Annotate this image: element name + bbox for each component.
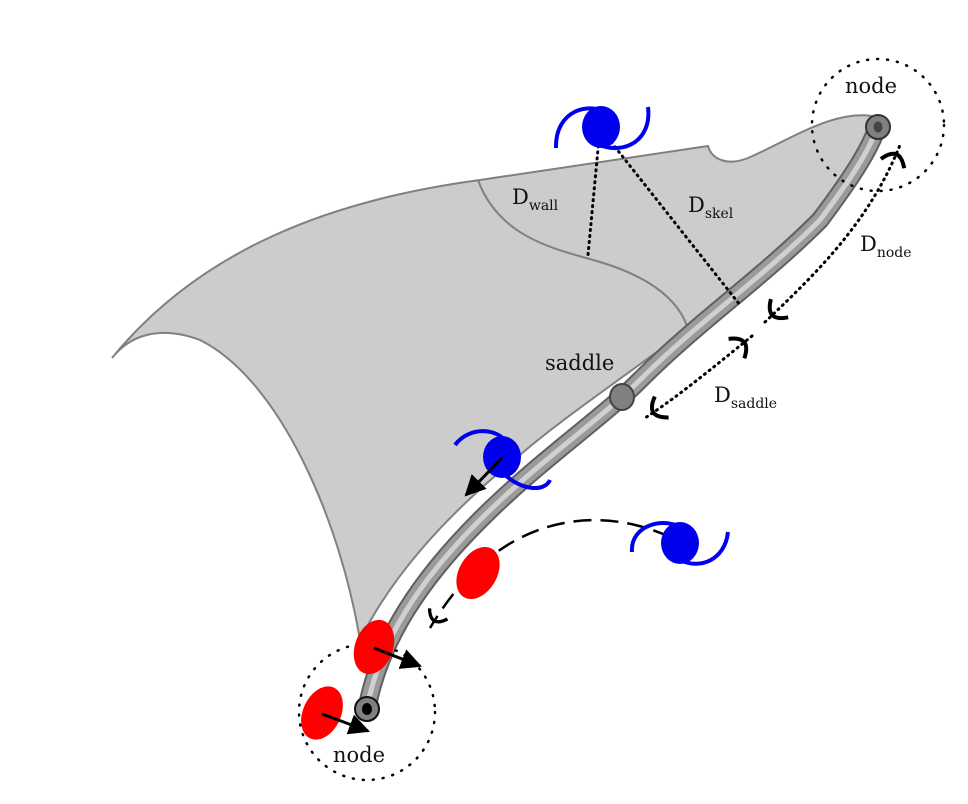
spin-arrow-red-1: [373, 646, 422, 669]
spin-arrow-red-2: [321, 712, 370, 735]
red-halo-2: [353, 619, 395, 675]
infall-trajectory: [427, 518, 671, 629]
wall-interior-line: [477, 179, 691, 346]
d-saddle-arrow: [643, 334, 754, 420]
d-skel-line: [598, 126, 742, 307]
node-bottom-label: node: [333, 743, 385, 767]
d-wall-label: Dwall: [512, 185, 559, 214]
spin-arrow-blue: [464, 456, 504, 497]
d-saddle-label: Dsaddle: [714, 383, 777, 412]
node-region-top: [810, 57, 946, 193]
saddle-label: saddle: [545, 351, 614, 375]
node-top-marker: [865, 114, 891, 140]
red-halo-1: [456, 546, 500, 600]
node-top-label: node: [845, 74, 897, 98]
blue-halo-top: [553, 106, 651, 151]
red-halo-3: [301, 686, 343, 740]
blue-halo-field: [629, 521, 730, 566]
saddle-point-marker: [609, 383, 635, 411]
d-skel-label: Dskel: [688, 193, 734, 222]
d-node-label: Dnode: [860, 232, 912, 261]
node-bottom-marker: [354, 696, 380, 722]
